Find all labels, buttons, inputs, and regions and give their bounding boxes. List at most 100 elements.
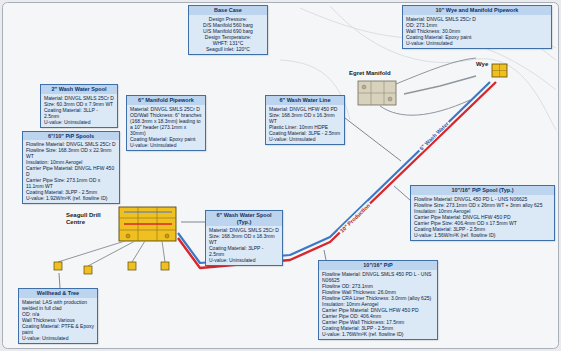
callout-text: Carrier Pipe Wall Thickness: 17.5mm bbox=[319, 319, 437, 325]
leader-line bbox=[345, 118, 401, 161]
callout-text: Plastic Liner: 10mm HDPE bbox=[266, 124, 344, 130]
frame bbox=[3, 3, 559, 349]
callout-heading: 10"/16" PiP Spool (Typ.) bbox=[411, 186, 554, 195]
callout-text: OD/Wall Thickness: 6" branches (168.3mm … bbox=[127, 112, 205, 136]
callout-text: U-value: Uninsulated bbox=[403, 40, 551, 46]
callout-text: Flowline Size: 168.3mm OD x 22.9mm WT bbox=[23, 147, 119, 159]
callout-box: Base CaseDesign Pressure:D/S Manifold 56… bbox=[188, 5, 268, 55]
callout-text: U-value: Uninsulated bbox=[266, 136, 344, 142]
callout-box: 10" Wye and Manifold PipeworkMaterial: D… bbox=[402, 5, 552, 49]
callout-text: U-value: 1.76W/m²K (ref. flowline ID) bbox=[319, 331, 437, 337]
wellheads bbox=[54, 262, 169, 274]
manifold-grid bbox=[119, 207, 176, 241]
callout-box: 6"/10" PiP SpoolsFlowline Material: DNVG… bbox=[22, 131, 120, 205]
callout-heading: 6" Manifold Pipework bbox=[127, 96, 205, 105]
callout-text: Coating Material: 3LLP - 2.5mm bbox=[41, 107, 117, 119]
jumper bbox=[162, 241, 165, 262]
callout-text: U-value: 1.92W/m²K (ref. flowline ID) bbox=[23, 195, 119, 201]
callout-text: Insulation: 10mm Aerogel bbox=[23, 159, 119, 165]
structure-label: Egret Manifold bbox=[349, 70, 404, 77]
callout-text: Flowline Size: 273.1mm OD x 26mm WT + 3m… bbox=[411, 202, 554, 208]
callout-text: Material: DNVGL SMLS 25Cr D bbox=[41, 95, 117, 101]
callout-text: Flowline Material: DNVGL 450 PD L - UNS … bbox=[411, 196, 554, 202]
callout-text: Coating Material: 3LPP - 2.5mm bbox=[411, 226, 554, 232]
structure-label: Seagull Drill Centre bbox=[66, 212, 114, 225]
callout-text: Carrier Pipe Material: DNVGL HFW 450 D bbox=[23, 165, 119, 177]
seagull-structure bbox=[119, 207, 176, 241]
callout-box: Wellhead & TreeMaterial: LAS with produc… bbox=[18, 288, 98, 344]
callout-text: Carrier Pipe Size: 406.4mm OD x 17.5mm W… bbox=[411, 220, 554, 226]
callout-heading: 6" Wash Water Spool (Typ.) bbox=[206, 211, 282, 226]
leader-line bbox=[181, 222, 205, 223]
callout-text: Coating Material: 3LPP - 2.5mm bbox=[319, 325, 437, 331]
wye-grid bbox=[492, 64, 507, 77]
existing-pipeline bbox=[396, 58, 476, 84]
wash-water-header bbox=[124, 211, 172, 212]
leader-line bbox=[324, 250, 326, 260]
callout-text: Wall Thickness: Various bbox=[19, 317, 97, 323]
callout-heading: 2" Wash Water Spool bbox=[41, 85, 117, 94]
callout-text: Coating Material: 3LPE - 2.5mm bbox=[266, 130, 344, 136]
wye-structure bbox=[492, 64, 507, 77]
callout-text: Carrier Pipe Material: DNVGL HFW 450 PD bbox=[411, 214, 554, 220]
pipe-label: 6" Wash Water bbox=[417, 120, 451, 153]
callout-text: D/S Manifold 560 barg bbox=[189, 22, 267, 28]
callout-text: Size: 168.3mm OD x 18.3mm WT bbox=[206, 233, 282, 245]
callout-text: Carrier Pipe Size: 273.1mm OD x 11.1mm W… bbox=[23, 177, 119, 189]
subsea-structure: Egret Manifold bbox=[348, 70, 404, 108]
structure-label: Wye bbox=[476, 61, 492, 68]
callout-text: Seagull inlet: 120°C bbox=[189, 46, 267, 52]
callout-heading: Base Case bbox=[189, 6, 267, 15]
map-line bbox=[330, 6, 556, 130]
wellhead-tree bbox=[128, 262, 136, 270]
well-jumpers bbox=[58, 241, 165, 266]
callout-text: U-value: Uninsulated bbox=[19, 335, 97, 341]
leader-line bbox=[394, 186, 410, 200]
manifold-grid bbox=[358, 81, 396, 105]
callout-text: Material: DNVGL HFW 450 PD bbox=[266, 106, 344, 112]
subsea-structure: Seagull Drill Centre bbox=[66, 204, 178, 244]
callout-text: Insulation: 10mm Aerogel bbox=[319, 301, 437, 307]
callout-text: Material: DNVGL SMLS 25Cr D bbox=[206, 227, 282, 233]
callout-text: U-value: Uninsulated bbox=[127, 142, 205, 148]
callout-text: U-value: 1.56W/m²K (ref. flowline ID) bbox=[411, 232, 554, 238]
callout-text: Material: LAS with production welded in … bbox=[19, 299, 97, 311]
manifold-frame bbox=[119, 207, 176, 241]
existing-pipeline bbox=[404, 76, 476, 94]
callout-text: Coating Material: 3LPP - 2.5mm bbox=[23, 189, 119, 195]
callout-text: Wall Thickness: 30.0mm bbox=[403, 28, 551, 34]
callout-text: Coating Material: Epoxy paint bbox=[127, 136, 205, 142]
callout-text: Design Pressure: bbox=[189, 16, 267, 22]
manifold-frame bbox=[358, 81, 396, 105]
wellhead-tree bbox=[161, 262, 169, 270]
callout-text: Coating Material: 3LPP - 2.5mm bbox=[206, 245, 282, 257]
callout-text: OD: n/a bbox=[19, 311, 97, 317]
callout-box: 2" Wash Water SpoolMaterial: DNVGL SMLS … bbox=[40, 84, 118, 128]
callout-text: Design Temperature: bbox=[189, 34, 267, 40]
callout-text: Size: 60.3mm OD x 7.9mm WT bbox=[41, 101, 117, 107]
callout-heading: 10" Wye and Manifold Pipework bbox=[403, 6, 551, 15]
callout-text: Material: DNVGL SMLS 25Cr D bbox=[127, 106, 205, 112]
production-header bbox=[124, 223, 172, 225]
callout-text: U-value: Uninsulated bbox=[41, 119, 117, 125]
wye-body bbox=[492, 64, 507, 77]
callout-box: 10"/16" PiP Spool (Typ.)Flowline Materia… bbox=[410, 185, 555, 241]
valve bbox=[388, 97, 392, 101]
pipe-label: 10" Production bbox=[338, 201, 373, 235]
valve bbox=[126, 234, 130, 238]
leader-line bbox=[59, 273, 60, 288]
callout-text: Flowline Material: DNVGL SMLS 25Cr D bbox=[23, 141, 119, 147]
callout-text: WHFT: 131°C bbox=[189, 40, 267, 46]
callout-text: U/S Manifold 690 barg bbox=[189, 28, 267, 34]
callout-box: 6" Manifold PipeworkMaterial: DNVGL SMLS… bbox=[126, 95, 206, 151]
callout-text: Flowline OD: 273.1mm bbox=[319, 283, 437, 289]
wellhead-tree bbox=[54, 262, 62, 270]
callout-heading: Wellhead & Tree bbox=[19, 289, 97, 298]
callout-text: Carrier Pipe Material: DNVGL HFW 450 PD bbox=[319, 307, 437, 313]
valve bbox=[165, 234, 169, 238]
callout-heading: 10"/16" PiP bbox=[319, 261, 437, 270]
callout-heading: 6"/10" PiP Spools bbox=[23, 132, 119, 141]
callout-text: Size: 168.3mm OD x 16.3mm WT bbox=[266, 112, 344, 124]
callout-text: Material: DNVGL SMLS 25Cr D bbox=[403, 16, 551, 22]
